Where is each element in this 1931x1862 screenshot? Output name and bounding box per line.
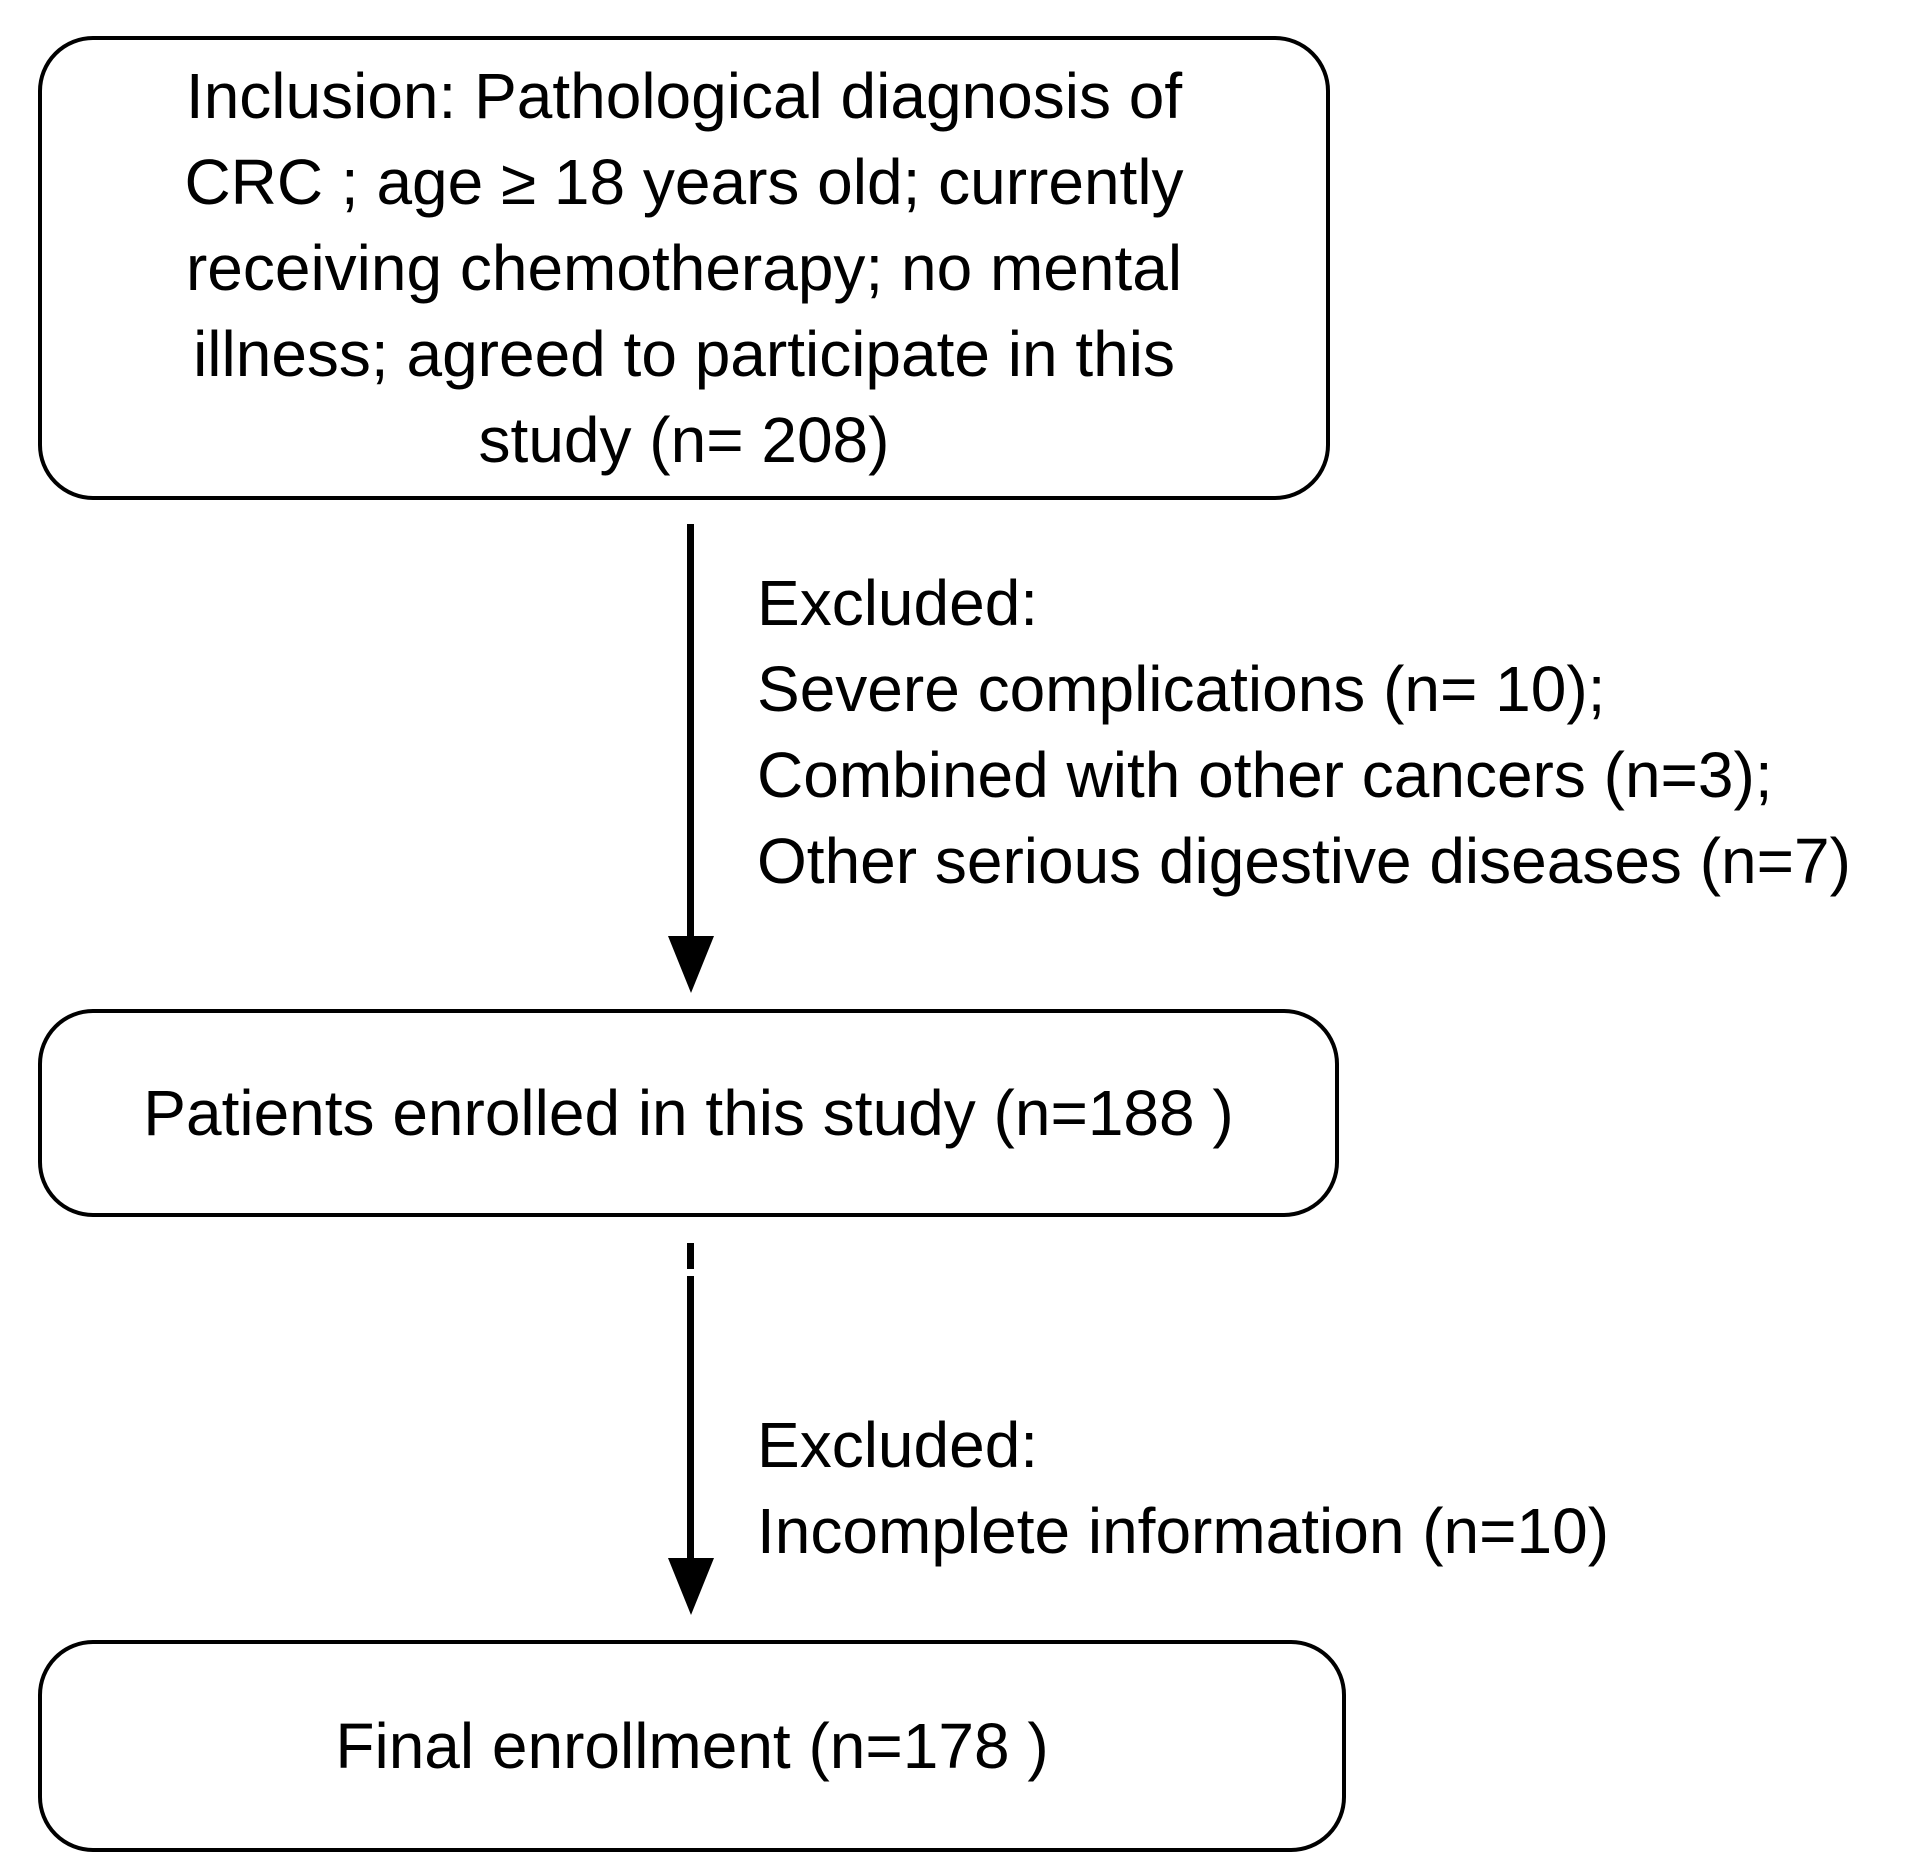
final-enrollment-text: Final enrollment (n=178 )	[335, 1710, 1049, 1782]
patients-enrolled-text: Patients enrolled in this study (n=188 )	[143, 1077, 1234, 1149]
exclusion-1-line-4: Other serious digestive diseases (n=7)	[757, 825, 1851, 897]
inclusion-line-1: Inclusion: Pathological diagnosis of	[185, 60, 1183, 132]
inclusion-line-4: illness; agreed to participate in this	[193, 318, 1175, 390]
arrow-2-shaft-lower	[687, 1276, 694, 1558]
arrow-1-shaft	[687, 524, 694, 936]
inclusion-line-5: study (n= 208)	[478, 404, 890, 476]
exclusion-1-line-2: Severe complications (n= 10);	[757, 653, 1606, 725]
exclusion-2-line-2: Incomplete information (n=10)	[757, 1495, 1609, 1567]
inclusion-line-3: receiving chemotherapy; no mental	[185, 232, 1183, 304]
arrow-2-shaft-upper	[687, 1243, 694, 1269]
exclusion-note-1: Excluded: Severe complications (n= 10); …	[757, 560, 1851, 904]
arrow-2-head-icon	[668, 1558, 714, 1615]
exclusion-note-2: Excluded: Incomplete information (n=10)	[757, 1402, 1609, 1574]
inclusion-criteria-box: Inclusion: Pathological diagnosis of CRC…	[38, 36, 1330, 500]
final-enrollment-box: Final enrollment (n=178 )	[38, 1640, 1346, 1852]
arrow-1-head-icon	[668, 936, 714, 993]
patients-enrolled-box: Patients enrolled in this study (n=188 )	[38, 1009, 1339, 1217]
exclusion-1-line-3: Combined with other cancers (n=3);	[757, 739, 1773, 811]
inclusion-line-2: CRC ; age ≥ 18 years old; currently	[184, 146, 1184, 218]
exclusion-1-line-1: Excluded:	[757, 567, 1039, 639]
exclusion-2-line-1: Excluded:	[757, 1409, 1039, 1481]
